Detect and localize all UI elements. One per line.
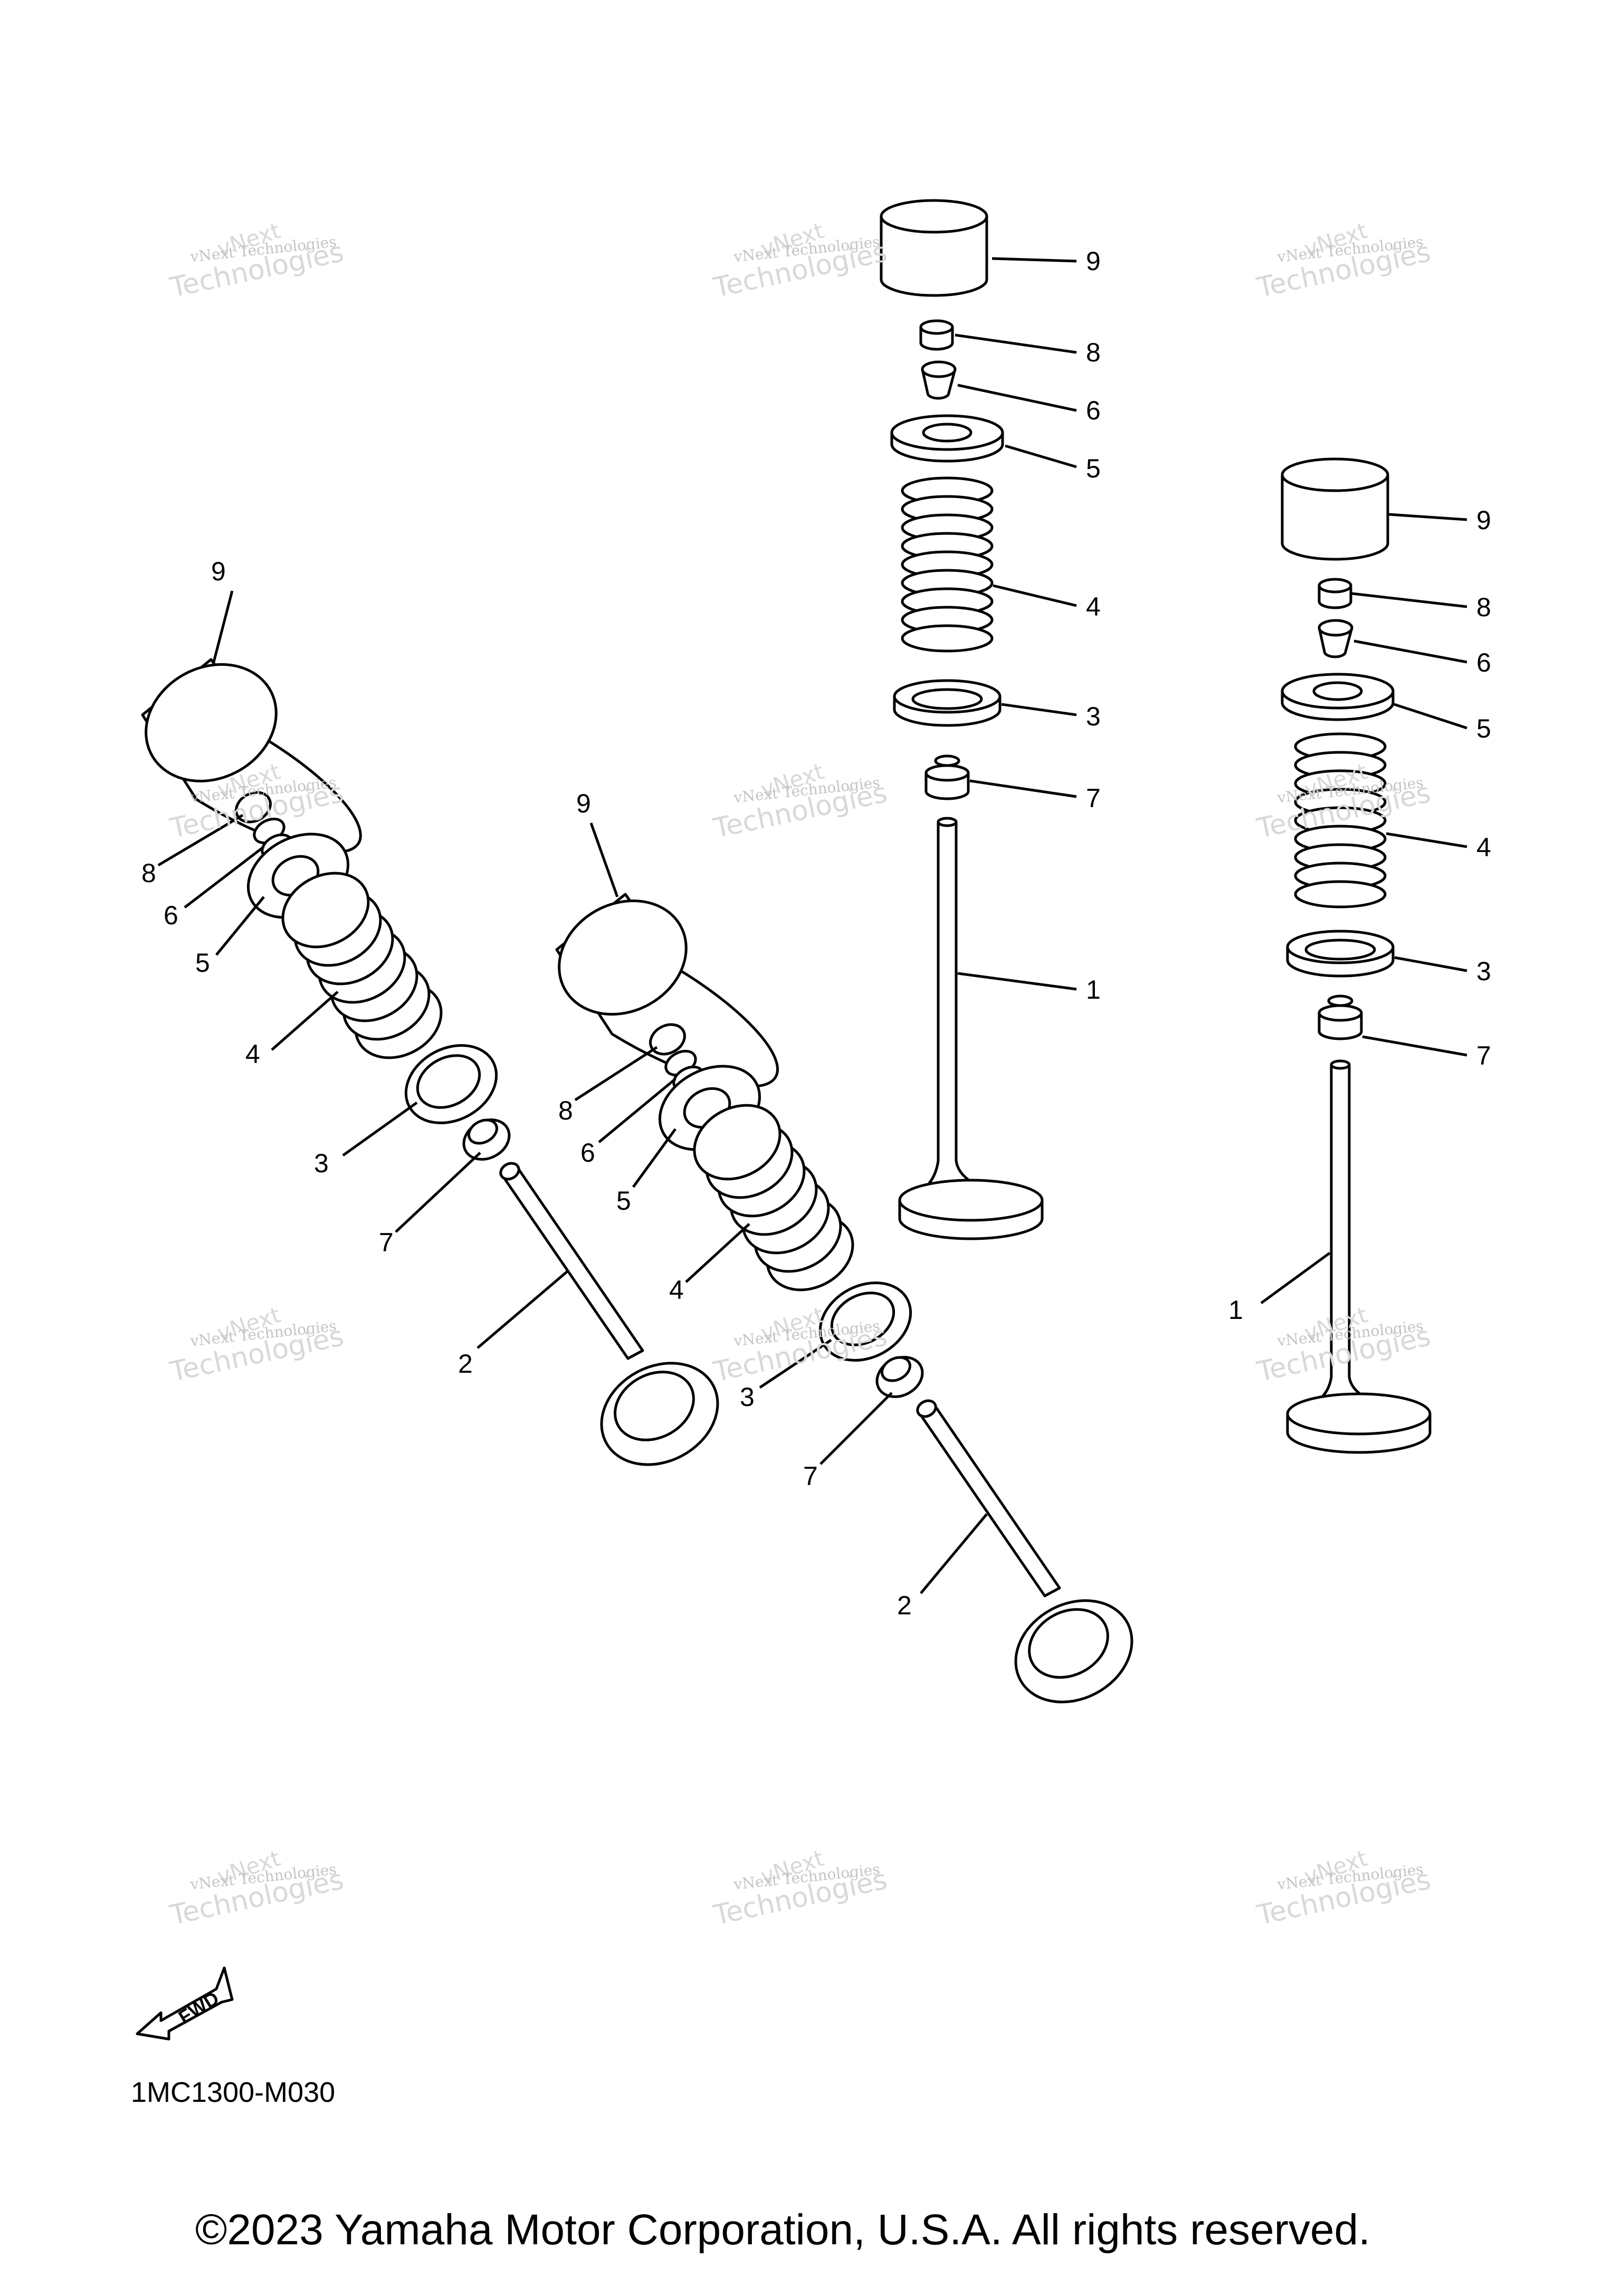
callout-4: 4: [1476, 833, 1491, 862]
callout-6: 6: [164, 901, 178, 930]
callout-5: 5: [616, 1186, 631, 1216]
assembly-right: 9 8 6 5 4 3 7 1: [1228, 457, 1491, 1454]
callout-5: 5: [195, 948, 210, 978]
valve-lifter: [880, 199, 988, 297]
valve-cotter: [1318, 619, 1353, 658]
valve-cotter: [921, 360, 957, 400]
valve-exhaust: [499, 1162, 719, 1466]
callout-5: 5: [1086, 454, 1101, 483]
callout-7: 7: [1086, 783, 1101, 813]
callout-4: 4: [669, 1275, 684, 1305]
callout-3: 3: [1476, 956, 1491, 986]
callout-labels: 9 8 6 5 4 3 7 1: [1086, 246, 1101, 1004]
callout-2: 2: [897, 1591, 912, 1620]
valve-stem-seal: [924, 754, 970, 800]
callout-7: 7: [1476, 1041, 1491, 1070]
callout-1: 1: [1086, 975, 1101, 1004]
callout-4: 4: [1086, 592, 1101, 621]
callout-8: 8: [141, 858, 156, 888]
callout-9: 9: [576, 789, 591, 818]
callout-6: 6: [1086, 396, 1101, 425]
valve-pad: [649, 1023, 686, 1056]
spring-seat: [1286, 930, 1395, 978]
valve-pad: [919, 319, 954, 351]
callout-8: 8: [1086, 338, 1101, 367]
callout-5: 5: [1476, 714, 1491, 743]
valve-lifter: [555, 893, 779, 1088]
spring-retainer: [1281, 673, 1395, 721]
callout-4: 4: [245, 1039, 260, 1069]
valve-exhaust: [916, 1399, 1133, 1704]
callout-8: 8: [558, 1096, 573, 1125]
valve-intake: [898, 817, 1044, 1240]
callout-6: 6: [1476, 648, 1491, 677]
valve-stem-seal: [1318, 994, 1363, 1040]
callout-9: 9: [211, 557, 226, 586]
leader-lines: [574, 822, 988, 1594]
callout-8: 8: [1476, 592, 1491, 622]
assembly-left: 9 8 6 5 4 3 7 2: [141, 557, 719, 1466]
spring-seat: [404, 1044, 498, 1124]
leader-lines: [1260, 513, 1467, 1305]
valve-intake: [1286, 1059, 1432, 1454]
valve-pad: [1318, 578, 1352, 609]
callout-2: 2: [458, 1349, 473, 1379]
valve-spring: [281, 872, 443, 1059]
assembly-top-center: 9 8 6 5 4 3 7 1: [880, 199, 1101, 1240]
valve-spring: [901, 476, 994, 653]
callout-1: 1: [1228, 1295, 1243, 1325]
leader-lines: [955, 257, 1077, 991]
copyright-notice: ©2023 Yamaha Motor Corporation, U.S.A. A…: [195, 2206, 1370, 2254]
callout-9: 9: [1476, 505, 1491, 535]
callout-labels: 9 8 6 5 4 3 7 1: [1228, 505, 1491, 1325]
callout-6: 6: [580, 1138, 595, 1168]
callout-9: 9: [1086, 246, 1101, 276]
valve-lifter: [141, 658, 362, 854]
valve-stem-seal: [875, 1356, 924, 1398]
callout-7: 7: [803, 1461, 818, 1491]
callout-7: 7: [379, 1228, 394, 1257]
valve-spring: [1294, 732, 1387, 908]
assembly-center: 9 8 6 5 4 3 7 2: [555, 789, 1133, 1704]
diagram-code: 1MC1300-M030: [131, 2077, 336, 2108]
callout-3: 3: [314, 1149, 329, 1178]
spring-retainer: [890, 414, 1004, 463]
valve-spring: [693, 1104, 854, 1292]
callout-3: 3: [1086, 702, 1101, 731]
valve-lifter: [1281, 457, 1389, 561]
forward-arrow-icon: FWD: [136, 1966, 234, 2041]
leader-lines: [157, 590, 568, 1349]
callout-labels: 9 8 6 5 4 3 7 2: [558, 789, 912, 1620]
valve-stem-seal: [462, 1118, 511, 1161]
valve-pad: [235, 791, 272, 824]
callout-labels: 9 8 6 5 4 3 7 2: [141, 557, 473, 1379]
callout-3: 3: [740, 1382, 755, 1412]
spring-seat: [893, 679, 1002, 727]
